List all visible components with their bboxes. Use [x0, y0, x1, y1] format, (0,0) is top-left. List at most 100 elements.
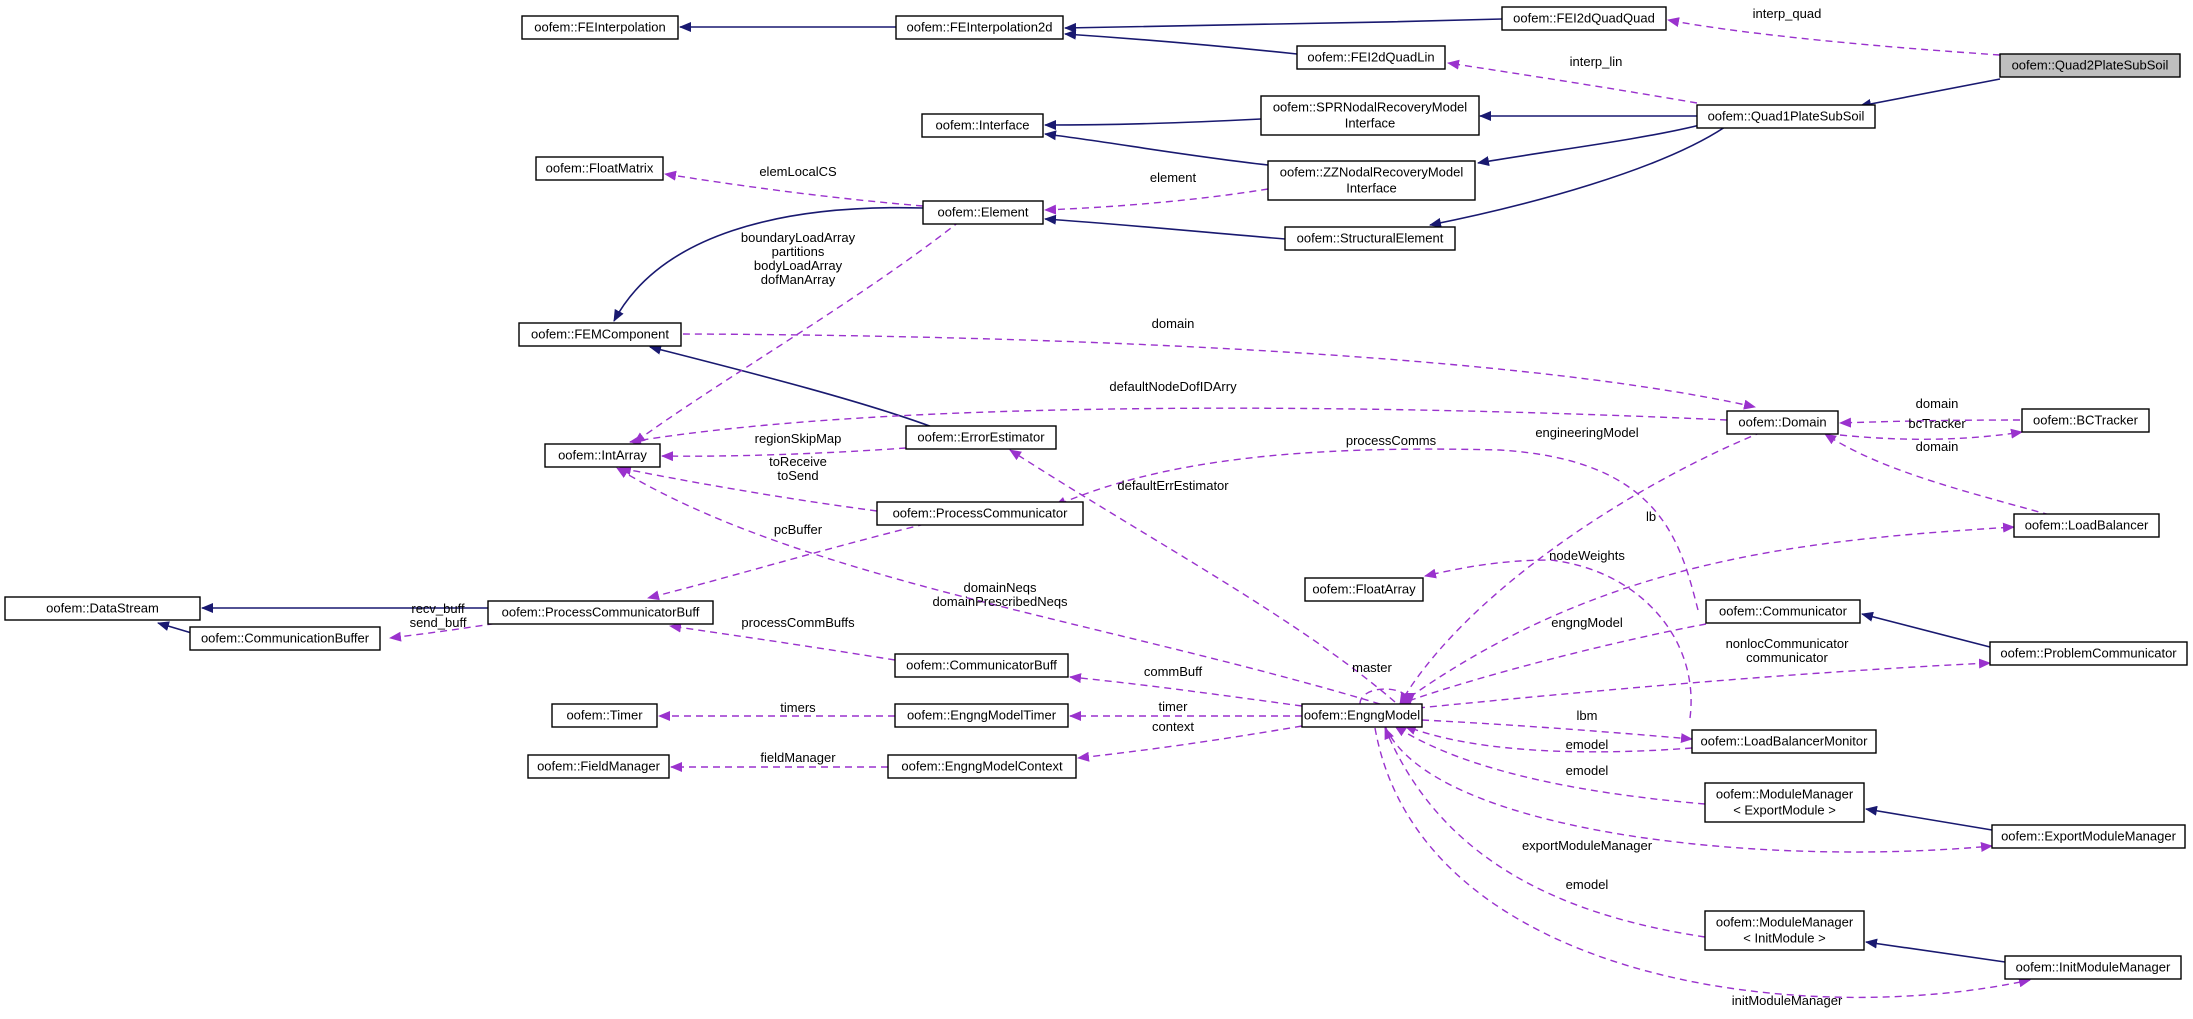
- inheritance-edge-probcomm-communicator: [1861, 611, 1991, 648]
- edge-label-line: toReceive: [769, 454, 827, 469]
- class-node-communicatorbuff[interactable]: oofem::CommunicatorBuff: [894, 653, 1069, 678]
- edge-label-line: processCommBuffs: [741, 615, 855, 630]
- class-node-fei2dquadlin[interactable]: oofem::FEI2dQuadLin: [1296, 45, 1446, 70]
- class-node-intarray[interactable]: oofem::IntArray: [544, 443, 661, 468]
- class-node-box: [1991, 824, 2186, 849]
- class-node-label: oofem::SPRNodalRecoveryModel: [1273, 100, 1467, 115]
- class-node-label: oofem::LoadBalancerMonitor: [1701, 734, 1869, 749]
- usage-edge-emodel-exp: [1394, 725, 1706, 805]
- class-node-label: oofem::Interface: [936, 118, 1030, 133]
- class-node-label: oofem::ExportModuleManager: [2001, 829, 2177, 844]
- class-node-communicationbuffer[interactable]: oofem::CommunicationBuffer: [189, 626, 381, 651]
- edge-label-line: emodel: [1566, 763, 1609, 778]
- class-node-loadbalancermonitor[interactable]: oofem::LoadBalancerMonitor: [1691, 729, 1877, 754]
- edge-label-element: element: [1150, 170, 1197, 185]
- class-node-initmodulemanager[interactable]: oofem::InitModuleManager: [2004, 955, 2182, 980]
- usage-edge-processcommbuffs: [669, 622, 896, 661]
- class-node-communicator[interactable]: oofem::Communicator: [1705, 599, 1861, 624]
- edge-label-line: initModuleManager: [1732, 993, 1843, 1008]
- class-node-exportmodulemanager[interactable]: oofem::ExportModuleManager: [1991, 824, 2186, 849]
- class-node-box: [1696, 104, 1876, 129]
- edge-label-line: fieldManager: [760, 750, 836, 765]
- edge-label-defaulterrestimator: defaultErrEstimator: [1117, 478, 1229, 493]
- class-node-box: [876, 501, 1084, 526]
- class-node-label: oofem::ModuleManager: [1716, 787, 1854, 802]
- class-node-box: [544, 443, 661, 468]
- class-node-bctracker[interactable]: oofem::BCTracker: [2021, 408, 2150, 433]
- class-node-feinterpolation2d[interactable]: oofem::FEInterpolation2d: [895, 15, 1064, 40]
- class-node-box: [1999, 53, 2181, 78]
- class-node-engngmodel[interactable]: oofem::EngngModel: [1301, 703, 1423, 728]
- usage-edge-engineeringmodel: [1399, 431, 1763, 705]
- edge-label-line: dofManArray: [761, 272, 836, 287]
- class-node-modulemanager-exportmodule[interactable]: oofem::ModuleManager< ExportModule >: [1704, 782, 1865, 823]
- class-node-interface[interactable]: oofem::Interface: [921, 113, 1044, 138]
- usage-edge-domainneqs: [616, 467, 1381, 705]
- edge-label-elemlocalcs: elemLocalCS: [759, 164, 837, 179]
- edge-label-pcbuffer: pcBuffer: [774, 522, 823, 537]
- edge-label-line: nodeWeights: [1549, 548, 1625, 563]
- inheritance-edge-quad1-structelem: [1429, 126, 1726, 228]
- inheritance-edge-spr-interface: [1044, 118, 1262, 130]
- class-node-engngmodeltimer[interactable]: oofem::EngngModelTimer: [894, 703, 1069, 728]
- class-node-box: [1260, 95, 1480, 136]
- class-node-engngmodelcontext[interactable]: oofem::EngngModelContext: [887, 754, 1077, 779]
- class-node-domain[interactable]: oofem::Domain: [1726, 410, 1839, 435]
- class-node-datastream[interactable]: oofem::DataStream: [4, 596, 201, 621]
- class-node-problemcommunicator[interactable]: oofem::ProblemCommunicator: [1989, 641, 2188, 666]
- class-node-box: [1301, 703, 1423, 728]
- class-node-box: [1304, 577, 1424, 602]
- class-node-structuralelement[interactable]: oofem::StructuralElement: [1284, 226, 1456, 251]
- usage-edge-emodel-lbm: [1404, 725, 1693, 753]
- class-node-modulemanager-initmodule[interactable]: oofem::ModuleManager< InitModule >: [1704, 910, 1865, 951]
- usage-edge-elemlocalcs: [664, 170, 924, 207]
- usage-edge-processcomms: [1054, 448, 1699, 611]
- class-node-box: [1267, 160, 1476, 201]
- edge-label-domain-lb: domain: [1916, 439, 1959, 454]
- edge-label-context: context: [1152, 719, 1194, 734]
- edge-label-processcomms: processComms: [1346, 433, 1437, 448]
- class-node-box: [2021, 408, 2150, 433]
- usage-edge-defaultnodedofidarry: [629, 407, 1728, 446]
- class-node-label: oofem::BCTracker: [2033, 413, 2139, 428]
- class-node-label: oofem::FEMComponent: [531, 327, 669, 342]
- class-node-timer[interactable]: oofem::Timer: [551, 703, 658, 728]
- class-node-fei2dquadquad[interactable]: oofem::FEI2dQuadQuad: [1501, 6, 1667, 31]
- edge-label-line: emodel: [1566, 877, 1609, 892]
- edge-label-line: toSend: [777, 468, 818, 483]
- edge-label-line: regionSkipMap: [755, 431, 842, 446]
- class-node-feinterpolation[interactable]: oofem::FEInterpolation: [521, 15, 679, 40]
- usage-edge-engngmodel: [1399, 623, 1707, 705]
- inheritance-edge-exportmgr-mmexport: [1865, 805, 1993, 831]
- usage-edge-bctracker: [1839, 428, 2023, 440]
- class-node-floatarray[interactable]: oofem::FloatArray: [1304, 577, 1424, 602]
- class-node-label: oofem::Quad1PlateSubSoil: [1708, 109, 1865, 124]
- class-node-errorestimator[interactable]: oofem::ErrorEstimator: [905, 425, 1057, 450]
- class-node-femcomponent[interactable]: oofem::FEMComponent: [518, 322, 682, 347]
- class-node-processcommunicatorbuff[interactable]: oofem::ProcessCommunicatorBuff: [487, 600, 714, 625]
- class-node-quad2platesubsoil[interactable]: oofem::Quad2PlateSubSoil: [1999, 53, 2181, 78]
- class-node-box: [894, 653, 1069, 678]
- edge-label-regionskipmap: regionSkipMap: [755, 431, 842, 446]
- class-node-element[interactable]: oofem::Element: [922, 200, 1044, 225]
- class-node-box: [2004, 955, 2182, 980]
- class-node-label: oofem::Communicator: [1719, 604, 1848, 619]
- edge-label-line: nonlocCommunicator: [1726, 636, 1850, 651]
- class-node-processcommunicator[interactable]: oofem::ProcessCommunicator: [876, 501, 1084, 526]
- class-node-floatmatrix[interactable]: oofem::FloatMatrix: [535, 156, 664, 181]
- class-node-fieldmanager[interactable]: oofem::FieldManager: [527, 754, 670, 779]
- usage-edge-pcbuffer: [647, 523, 926, 601]
- class-node-label: oofem::DataStream: [46, 601, 159, 616]
- usage-edge-regionskipmap: [661, 447, 907, 462]
- edge-label-timers: timers: [780, 700, 816, 715]
- class-node-quad1platesubsoil[interactable]: oofem::Quad1PlateSubSoil: [1696, 104, 1876, 129]
- class-node-label: oofem::FloatMatrix: [546, 161, 654, 176]
- class-node-loadbalancer[interactable]: oofem::LoadBalancer: [2013, 513, 2160, 538]
- usage-edge-lbm: [1421, 719, 1693, 744]
- inheritance-edge-structelem-element: [1044, 214, 1286, 240]
- edge-label-line: processComms: [1346, 433, 1437, 448]
